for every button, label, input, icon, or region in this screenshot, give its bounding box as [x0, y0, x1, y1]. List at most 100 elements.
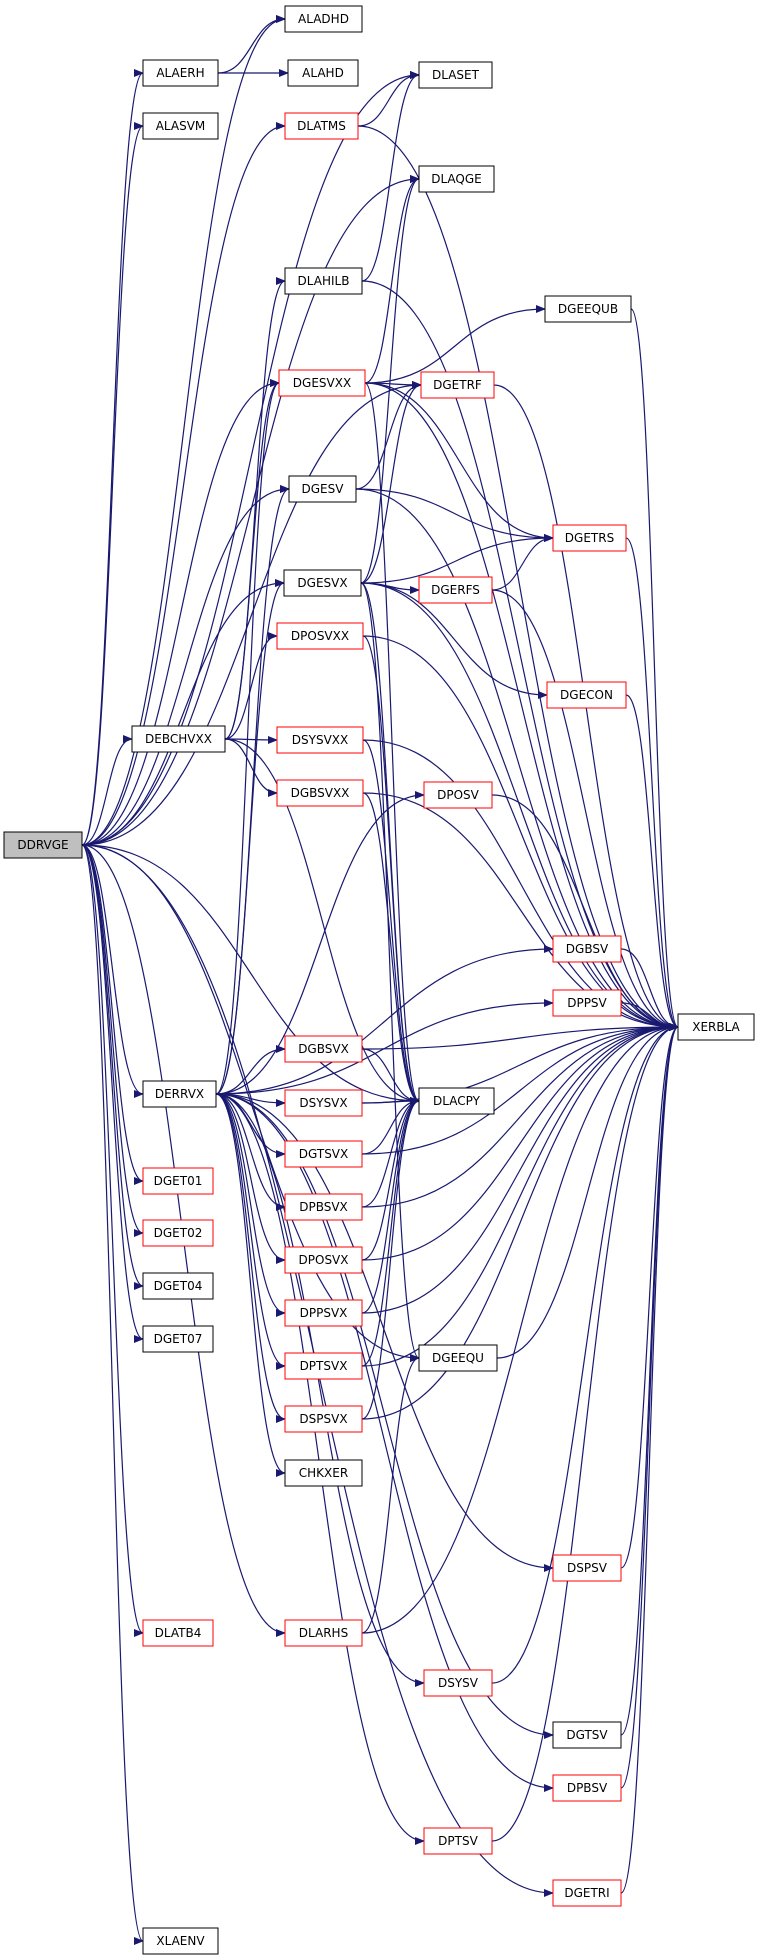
node-box	[276, 726, 364, 754]
edge-ddrvge-to-xlaenv	[81, 844, 144, 1945]
node-box	[3, 831, 83, 859]
edge-dptsvx-to-dlacpy	[361, 1097, 420, 1367]
node-dget01[interactable]: DGET01	[142, 1167, 214, 1195]
node-box	[284, 1405, 363, 1433]
node-dposvxx[interactable]: DPOSVXX	[276, 622, 364, 650]
node-chkxer: CHKXER	[284, 1459, 363, 1487]
node-dgbsvxx[interactable]: DGBSVXX	[276, 779, 364, 807]
node-dpbsvx[interactable]: DPBSVX	[284, 1193, 363, 1221]
node-alaerh: ALAERH	[142, 59, 219, 87]
node-label: DGTSV	[566, 1728, 608, 1742]
node-dlarhs[interactable]: DLARHS	[284, 1619, 363, 1647]
node-dlatb4[interactable]: DLATB4	[142, 1619, 214, 1647]
node-dgesvxx[interactable]: DGESVXX	[278, 369, 366, 397]
edge-alaerh-to-aladhd	[217, 15, 286, 74]
node-dgetri[interactable]: DGETRI	[552, 1879, 622, 1907]
edge-ddrvge-to-dget02	[81, 844, 144, 1237]
edge-ddrvge-to-debchvxx	[81, 735, 133, 846]
node-xerbla: XERBLA	[677, 1013, 755, 1041]
node-label: DPOSV	[437, 788, 480, 802]
node-label: DSYSVXX	[292, 733, 348, 747]
node-label: DPTSV	[438, 1834, 478, 1848]
node-box	[284, 1140, 363, 1168]
node-dspsv[interactable]: DSPSV	[552, 1554, 622, 1582]
node-label: XLAENV	[156, 1934, 205, 1948]
node-box	[418, 1344, 498, 1372]
node-label: DGETRI	[564, 1886, 609, 1900]
edge-dgesvx-to-dlacpy	[360, 582, 420, 1105]
node-box	[418, 576, 493, 604]
node-alasvm: ALASVM	[142, 112, 219, 140]
node-dlatms[interactable]: DLATMS	[284, 112, 359, 140]
node-label: DGESVX	[297, 576, 347, 590]
node-dposv[interactable]: DPOSV	[423, 781, 493, 809]
node-dgbsv[interactable]: DGBSV	[552, 935, 622, 963]
edge-dspsv-to-xerbla	[620, 1023, 679, 1569]
node-box	[142, 1167, 214, 1195]
node-dppsvx[interactable]: DPPSVX	[284, 1299, 363, 1327]
node-dptsvx[interactable]: DPTSVX	[284, 1352, 363, 1380]
node-box	[552, 935, 622, 963]
edge-dppsvx-to-dlacpy	[361, 1097, 420, 1314]
edge-ddrvge-to-aladhd	[81, 15, 286, 846]
node-dptsv[interactable]: DPTSV	[423, 1827, 493, 1855]
edge-dpbsv-to-xerbla	[620, 1023, 679, 1789]
node-box	[283, 569, 362, 597]
node-label: DPOSVXX	[291, 629, 349, 643]
edge-derrvx-to-dposv	[215, 791, 425, 1095]
node-box	[418, 61, 493, 89]
edge-dposvx-to-xerbla	[361, 1023, 679, 1261]
edge-ddrvge-to-dgesvx	[81, 579, 285, 846]
edge-debchvxx-to-dposvxx	[224, 632, 278, 740]
node-label: ALADHD	[298, 12, 349, 26]
edge-dgesvx-to-dgetrs	[360, 534, 554, 584]
node-box	[142, 1927, 219, 1955]
node-debchvxx: DEBCHVXX	[131, 725, 226, 753]
node-label: DPBSV	[567, 1781, 608, 1795]
node-box	[284, 112, 359, 140]
edge-ddrvge-to-dlatb4	[81, 844, 144, 1637]
node-dget02[interactable]: DGET02	[142, 1219, 214, 1247]
node-dsysvxx[interactable]: DSYSVXX	[276, 726, 364, 754]
node-dsysv[interactable]: DSYSV	[423, 1669, 493, 1697]
node-box	[420, 371, 495, 399]
edge-dgerfs-to-xerbla	[491, 589, 679, 1031]
node-box	[142, 1080, 217, 1108]
node-dspsvx[interactable]: DSPSVX	[284, 1405, 363, 1433]
edge-ddrvge-to-dlatms	[81, 122, 286, 846]
node-box	[276, 622, 364, 650]
edge-dposvxx-to-xerbla	[362, 635, 679, 1031]
node-box	[284, 1246, 363, 1274]
node-dgecon[interactable]: DGECON	[546, 681, 627, 709]
node-dgetrf[interactable]: DGETRF	[420, 371, 495, 399]
edge-derrvx-to-dgbsv	[215, 945, 554, 1095]
node-dgbsvx[interactable]: DGBSVX	[284, 1035, 363, 1063]
node-box	[423, 781, 493, 809]
node-dgtsvx[interactable]: DGTSVX	[284, 1140, 363, 1168]
node-label: DPPSV	[567, 996, 607, 1010]
edge-ddrvge-to-dgesvxx	[81, 379, 280, 846]
edge-dgerfs-to-dgetrs	[491, 534, 554, 591]
edge-dgesvxx-to-dgeequb	[364, 305, 546, 384]
node-label: DGBSVXX	[291, 786, 350, 800]
node-dppsv[interactable]: DPPSV	[552, 989, 622, 1017]
node-dgetrs[interactable]: DGETRS	[552, 524, 627, 552]
edge-dlahilb-to-xerbla	[361, 280, 679, 1031]
edge-dgesvxx-to-dgetrs	[364, 382, 554, 542]
node-dget07: DGET07	[142, 1325, 214, 1353]
node-ddrvge: DDRVGE	[3, 831, 83, 859]
node-dgesvx: DGESVX	[283, 569, 362, 597]
edge-ddrvge-to-dget04	[81, 844, 144, 1290]
edge-derrvx-to-dspsv	[215, 1093, 554, 1572]
node-dsysvx[interactable]: DSYSVX	[284, 1089, 363, 1117]
node-dpbsv[interactable]: DPBSV	[552, 1774, 622, 1802]
node-label: DLAHILB	[298, 274, 350, 288]
node-label: DPPSVX	[300, 1306, 348, 1320]
node-xlaenv: XLAENV	[142, 1927, 219, 1955]
node-label: DGET02	[154, 1226, 203, 1240]
edge-dsysvxx-to-xerbla	[362, 739, 679, 1031]
node-dposvx[interactable]: DPOSVX	[284, 1246, 363, 1274]
node-dgerfs[interactable]: DGERFS	[418, 576, 493, 604]
edge-dposv-to-xerbla	[491, 794, 679, 1031]
